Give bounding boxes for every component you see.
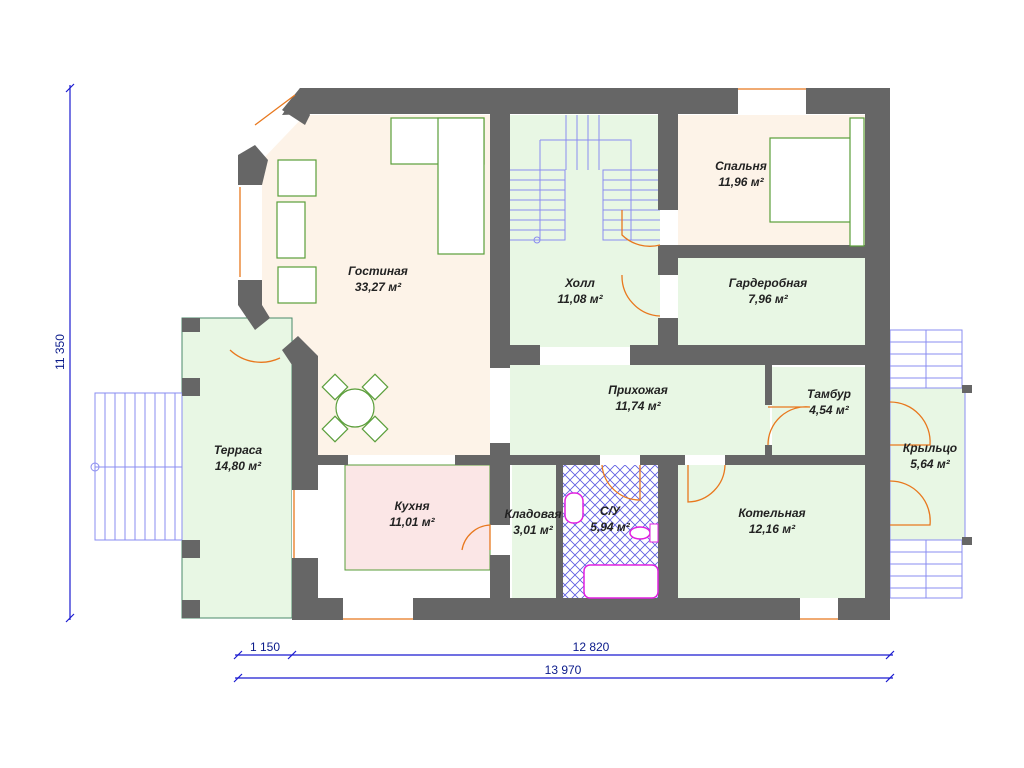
dimension-lines (65, 83, 895, 683)
room-entry-floor (510, 365, 770, 455)
stairs-hall (510, 115, 660, 244)
walls (182, 88, 972, 620)
svg-text:С/У5,94 м²: С/У 5,94 м² (590, 504, 631, 534)
dimension-height: 11 350 (53, 334, 67, 370)
room-terrace-area: 14,80 м² (215, 459, 262, 473)
dimension-total: 13 970 (545, 663, 582, 677)
room-living-floor (262, 115, 490, 455)
room-wardrobe-floor (678, 258, 865, 345)
room-boiler-floor (678, 465, 865, 598)
room-living-area: 33,27 м² (355, 280, 402, 294)
room-vestibule-area: 4,54 м² (808, 403, 850, 417)
dimension-main: 12 820 (573, 640, 610, 654)
room-entry-name: Прихожая (608, 383, 668, 397)
room-pantry-area: 3,01 м² (513, 523, 554, 537)
room-boiler-name: Котельная (738, 506, 805, 520)
room-kitchen-name: Кухня (394, 499, 429, 513)
room-pantry-floor (512, 465, 556, 598)
kitchen-counter (344, 464, 491, 571)
room-bathroom-name: С/У (600, 504, 621, 518)
room-porch-name: Крыльцо (903, 441, 957, 455)
room-wardrobe-area: 7,96 м² (748, 292, 789, 306)
room-pantry-name: Кладовая (504, 507, 561, 521)
room-porch-area: 5,64 м² (910, 457, 951, 471)
room-bedroom-area: 11,96 м² (718, 175, 764, 189)
stairs-porch (889, 329, 963, 599)
room-entry-area: 11,74 м² (615, 399, 661, 413)
room-hall-name: Холл (564, 276, 595, 290)
stairs-left (90, 392, 183, 541)
room-porch-floor (889, 387, 966, 541)
room-hall-area: 11,08 м² (557, 292, 603, 306)
room-terrace-name: Терраса (214, 443, 263, 457)
doors (229, 88, 931, 620)
room-bathroom-area: 5,94 м² (590, 520, 631, 534)
room-hall-floor (510, 115, 660, 347)
room-kitchen-area: 11,01 м² (389, 515, 435, 529)
room-terrace-floor (181, 317, 293, 619)
room-wardrobe-name: Гардеробная (729, 276, 807, 290)
room-vestibule-name: Тамбур (807, 387, 851, 401)
room-bedroom-name: Спальня (715, 159, 767, 173)
dimension-left: 1 150 (250, 640, 280, 654)
furniture (276, 117, 865, 599)
room-living-name: Гостиная (348, 264, 408, 278)
room-boiler-area: 12,16 м² (749, 522, 796, 536)
